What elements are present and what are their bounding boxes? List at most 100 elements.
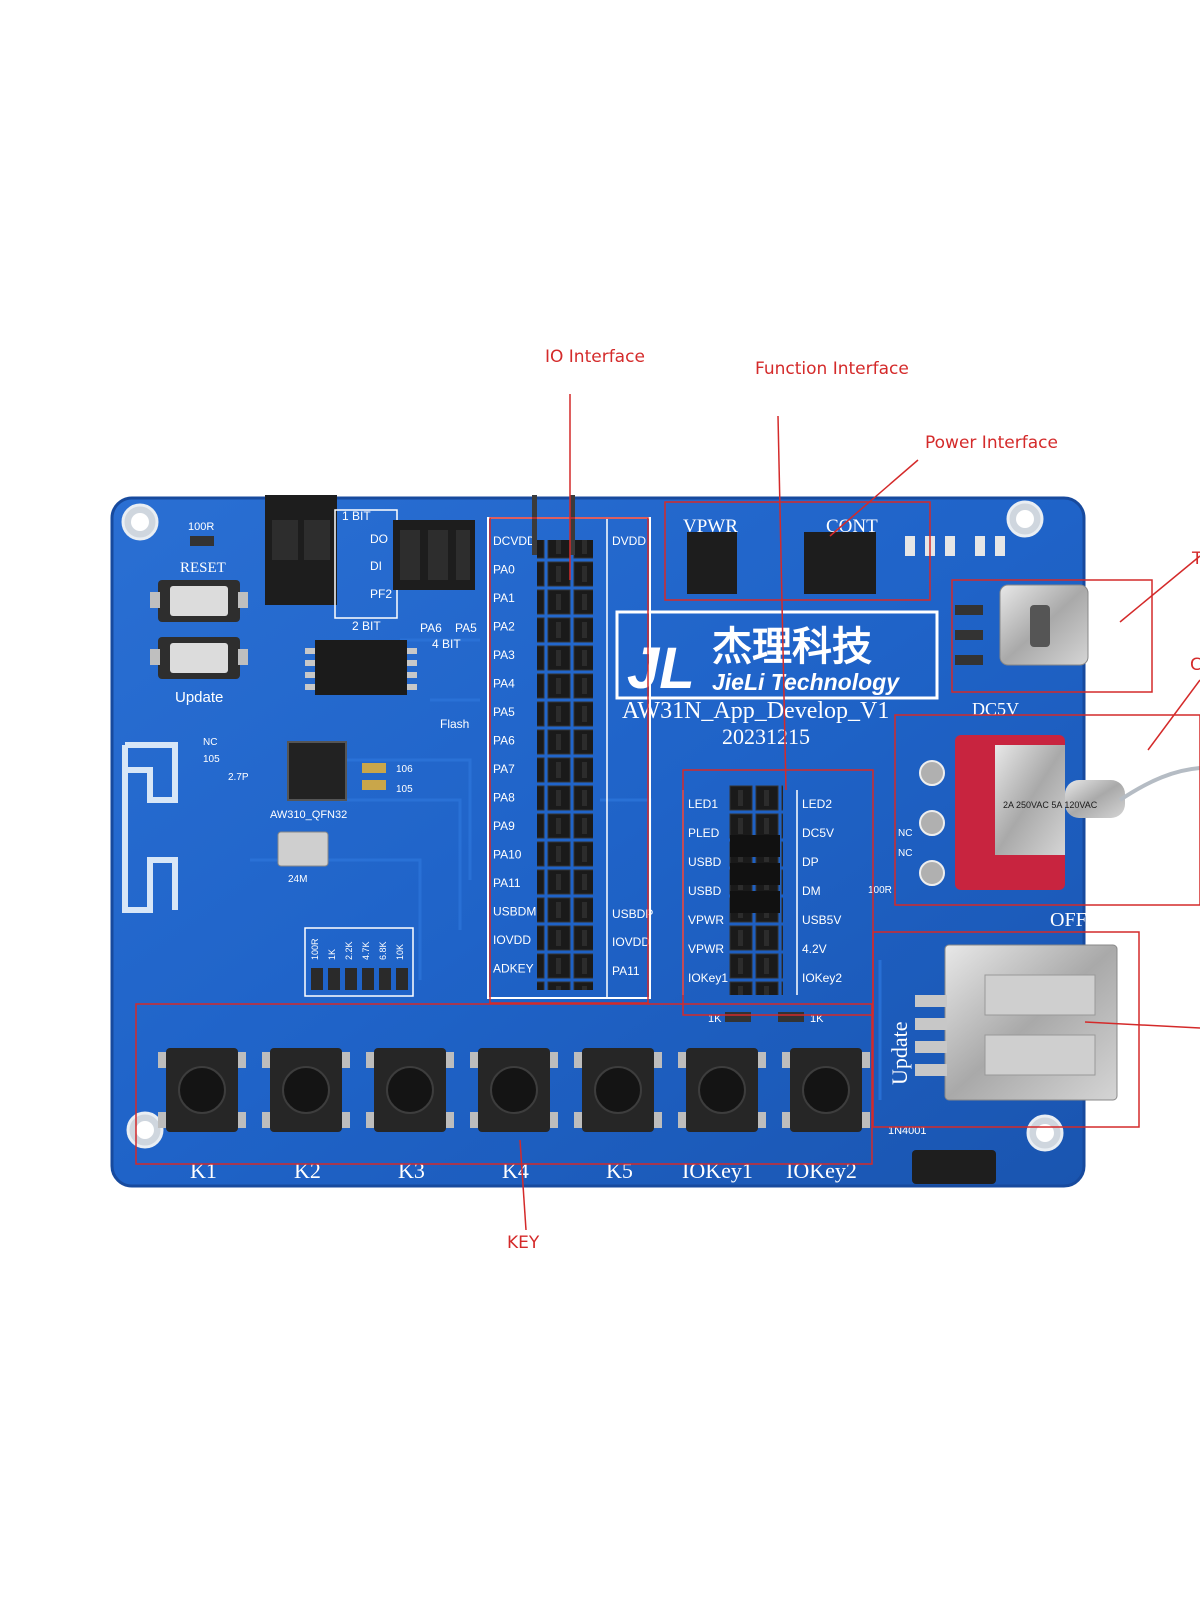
silk-do: DO — [370, 532, 388, 546]
io-label-pa9: PA9 — [493, 819, 515, 833]
resistor-part-2 — [345, 968, 357, 990]
resistor-label-5: 10K — [395, 944, 405, 960]
silk-4bit: 4 BIT — [432, 637, 461, 651]
io-pins-tall — [532, 495, 575, 555]
silk-update-vertical: Update — [887, 1021, 912, 1085]
right-cut-label-2: C — [1190, 655, 1200, 675]
func-right-label-3: DM — [802, 884, 821, 898]
tactile-key-iokey2 — [782, 1048, 870, 1132]
board-date: 20231215 — [722, 724, 810, 749]
logo-frame — [615, 610, 939, 700]
silk-dc5v: DC5V — [972, 699, 1019, 719]
silk-r100: 100R — [188, 521, 214, 533]
func-right-label-1: DC5V — [802, 826, 834, 840]
silk-106: 106 — [396, 764, 413, 775]
flash-chip — [305, 640, 417, 695]
usb-a-connector — [915, 944, 1118, 1101]
silk-nc-c: NC — [898, 848, 912, 859]
update-button-part — [150, 637, 248, 679]
key-label: KEY — [507, 1233, 540, 1253]
func-pin-header — [727, 783, 783, 995]
resistor-label-3: 4.7K — [361, 941, 371, 960]
tactile-key-k4 — [470, 1048, 558, 1132]
brand-cn: 杰理科技 — [712, 625, 872, 669]
io-label-pa1: PA1 — [493, 591, 515, 605]
tactile-key-iokey1 — [678, 1048, 766, 1132]
mounting-holes — [121, 500, 1064, 1152]
key-label-k4: K4 — [502, 1158, 529, 1183]
cont-header — [804, 532, 876, 594]
key-label-k2: K2 — [294, 1158, 321, 1183]
resistor-label-2: 2.2K — [344, 941, 354, 960]
silk-pa5: PA5 — [455, 621, 477, 635]
func-left-label-5: VPWR — [688, 942, 724, 956]
cap-b — [362, 780, 386, 790]
power-interface-label: Power Interface — [925, 433, 1058, 453]
silk-1k-b: 1K — [810, 1013, 824, 1025]
silk-1k-a: 1K — [708, 1013, 722, 1025]
reset-button-part — [150, 580, 248, 622]
io-label-usbdm: USBDM — [493, 905, 536, 919]
resistor-part-0 — [311, 968, 323, 990]
usbc-highlight-box — [951, 579, 1153, 693]
func-left-label-0: LED1 — [688, 797, 718, 811]
resistor-box — [304, 927, 414, 997]
vpwr-header — [687, 532, 737, 594]
func-left-label-1: PLED — [688, 826, 720, 840]
pcb-antenna — [122, 742, 178, 913]
key-label-k5: K5 — [606, 1158, 633, 1183]
io-label-pa8: PA8 — [493, 791, 515, 805]
silk-reset: RESET — [180, 560, 226, 576]
silk-update: Update — [175, 689, 223, 706]
silk-nc-b: NC — [898, 828, 912, 839]
func-right-label-6: IOKey2 — [802, 971, 842, 985]
usba-highlight-box — [872, 931, 1140, 1128]
io-label-pa0: PA0 — [493, 563, 515, 577]
io-label-pa5: PA5 — [493, 705, 515, 719]
io-label-adkey: ADKEY — [493, 962, 534, 976]
four-bit-header — [393, 520, 475, 590]
tactile-key-k5 — [574, 1048, 662, 1132]
io-label-pa6: PA6 — [493, 734, 515, 748]
key-label-iokey2: IOKey2 — [786, 1158, 857, 1183]
resistor-r100 — [190, 536, 214, 546]
io-right-label-usbdp: USBDP — [612, 907, 653, 921]
resistor-label-0: 100R — [310, 938, 320, 960]
smd-usbc — [955, 605, 983, 665]
silk-pa6: PA6 — [420, 621, 442, 635]
key-label-k3: K3 — [398, 1158, 425, 1183]
toggle-switch: 2A 250VAC 5A 120VAC — [919, 735, 1200, 890]
io-label-pa10: PA10 — [493, 848, 522, 862]
func-right-label-4: USB5V — [802, 913, 841, 927]
io-right-label-iovdd: IOVDD — [612, 935, 650, 949]
silk-di: DI — [370, 559, 382, 573]
right-cut-label-1: T — [1191, 549, 1200, 569]
io-interface-label: IO Interface — [545, 347, 645, 367]
io-pin-header — [537, 540, 593, 990]
switch-highlight-box — [894, 714, 1200, 906]
power-highlight-box — [664, 501, 931, 601]
key-label-k1: K1 — [190, 1158, 217, 1183]
board-model: AW31N_App_Develop_V1 — [622, 698, 889, 724]
func-left-label-6: IOKey1 — [688, 971, 728, 985]
func-right-label-0: LED2 — [802, 797, 832, 811]
io-left-labels: DCVDDPA0PA1PA2PA3PA4PA5PA6PA7PA8PA9PA10P… — [493, 534, 536, 976]
func-left-label-2: USBD — [688, 855, 722, 869]
func-left-label-4: VPWR — [688, 913, 724, 927]
res-1k-a — [725, 1012, 751, 1022]
function-highlight-box — [682, 769, 874, 1016]
function-leader-line — [777, 415, 787, 791]
main-chip — [287, 741, 347, 801]
silk-cont: CONT — [826, 516, 878, 537]
brand-en: JieLi Technology — [712, 669, 900, 695]
slide-switch — [912, 1150, 996, 1184]
func-right-label-5: 4.2V — [802, 942, 827, 956]
resistor-part-4 — [379, 968, 391, 990]
tactile-key-k3 — [366, 1048, 454, 1132]
pcb-edge — [110, 496, 1086, 1188]
func-left-label-3: USBD — [688, 884, 722, 898]
func-right-label-2: DP — [802, 855, 819, 869]
